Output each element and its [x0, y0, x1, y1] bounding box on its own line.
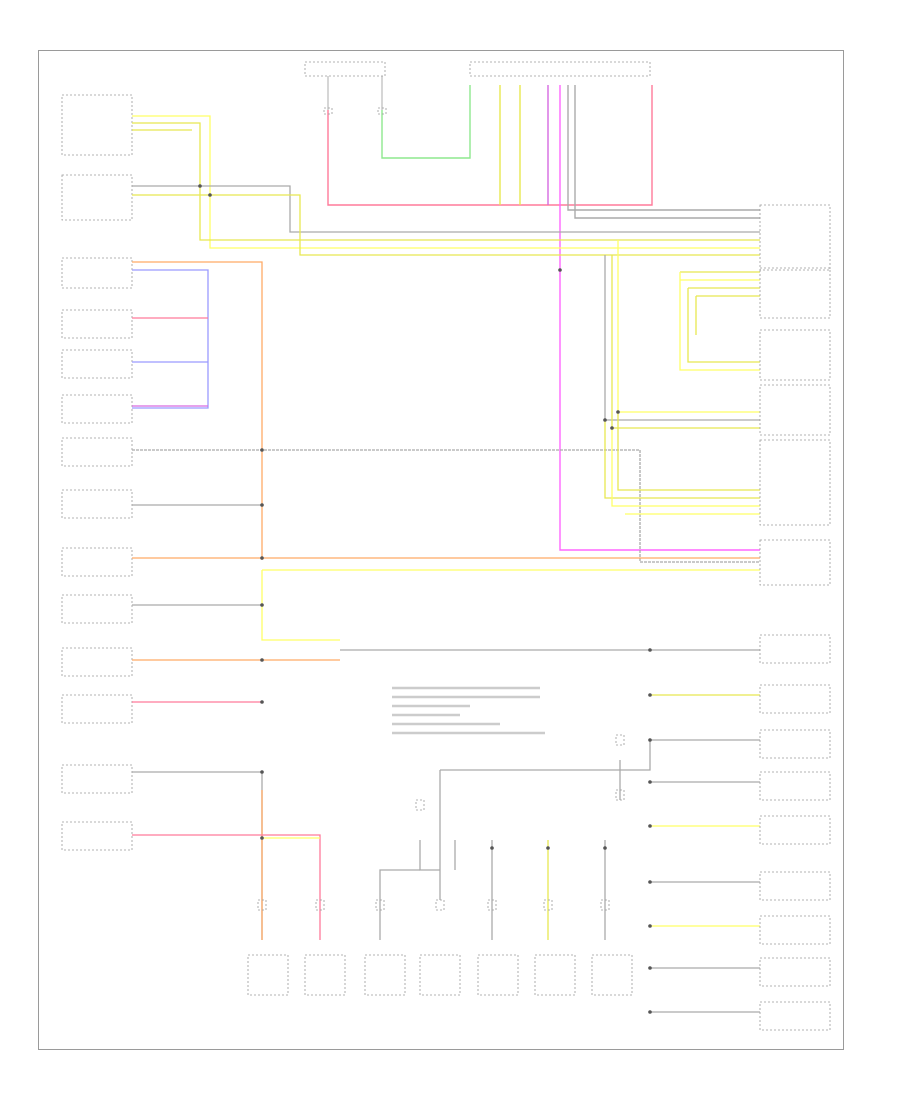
passenger-door-module [61, 349, 133, 379]
ignition-switch [61, 647, 133, 677]
body-control-module [759, 539, 831, 586]
diagram-frame [38, 50, 844, 1050]
transceiver-module [364, 954, 406, 996]
seatbelt-module [61, 257, 133, 289]
comfort-module [61, 489, 133, 519]
passenger-presence-module [61, 694, 133, 724]
cell-sensor [759, 684, 831, 714]
top-supply-wires [327, 85, 760, 551]
left-wires [132, 115, 760, 940]
multifunction-module [759, 1001, 831, 1031]
transmission-control-module [759, 267, 831, 319]
electronic-module [304, 954, 346, 996]
seat-module [61, 437, 133, 467]
control-module [534, 954, 576, 996]
driver-door-module [61, 309, 133, 339]
airbag-control-module [61, 174, 133, 221]
headlamp-module [759, 957, 831, 987]
fan-module [61, 764, 133, 794]
rear-display-module [591, 954, 633, 996]
right-module [759, 771, 831, 801]
splice-points [198, 184, 652, 1014]
right-wires [440, 240, 760, 1013]
abs-module [759, 384, 831, 436]
sunroof-module [61, 394, 133, 424]
top-fuse-block [304, 61, 651, 115]
sunshade-module [759, 815, 831, 845]
headlamp-control-module [61, 821, 133, 851]
engine-control-module [759, 204, 831, 271]
instrument-cluster [759, 439, 831, 526]
steering-module [247, 954, 289, 996]
left-components [61, 94, 133, 851]
bottom-components [247, 954, 633, 996]
notes-legend [392, 686, 545, 735]
parking-brake-module [759, 329, 831, 381]
mirror-module [61, 594, 133, 624]
rain-sensor [61, 547, 133, 577]
steering-angle-sensor [61, 94, 133, 156]
rear-module [759, 871, 831, 901]
left-module [759, 729, 831, 759]
rear-control-module [759, 915, 831, 945]
tire-pressure-module [759, 634, 831, 664]
antenna-module [419, 954, 461, 996]
lower-harness [379, 760, 621, 940]
right-components [759, 204, 831, 1031]
telephone-module [477, 954, 519, 996]
connector-markers [257, 734, 625, 911]
